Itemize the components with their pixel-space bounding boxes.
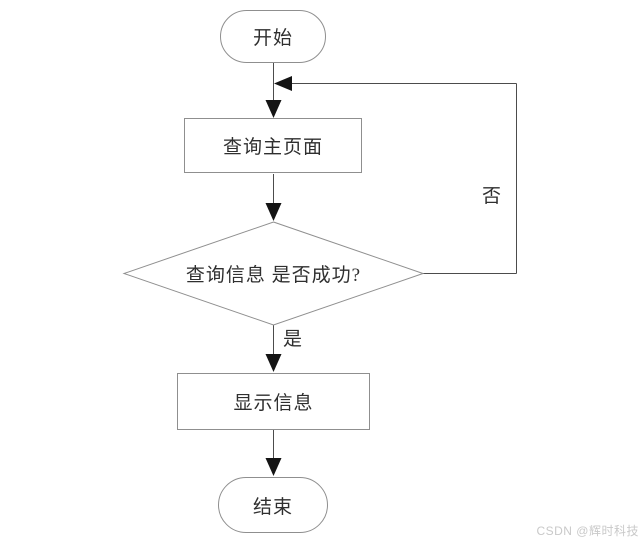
decision-diamond-shape [122, 221, 425, 326]
arrowhead-left-icon [274, 76, 292, 91]
arrowhead-down-icon [265, 203, 282, 221]
process-node-query-main-page: 查询主页面 [184, 118, 362, 173]
arrowhead-down-icon [265, 354, 282, 372]
arrowhead-down-icon [265, 458, 282, 476]
end-node: 结束 [218, 477, 328, 533]
decision-node-query-success: 查询信息 是否成功? [185, 265, 362, 286]
edge-label-yes: 是 [283, 329, 303, 350]
process-node-display-info: 显示信息 [177, 373, 370, 430]
start-node: 开始 [220, 10, 326, 63]
watermark: CSDN @辉时科技 [536, 524, 639, 538]
arrowhead-down-icon [265, 100, 282, 118]
edge-label-no: 否 [482, 186, 502, 207]
